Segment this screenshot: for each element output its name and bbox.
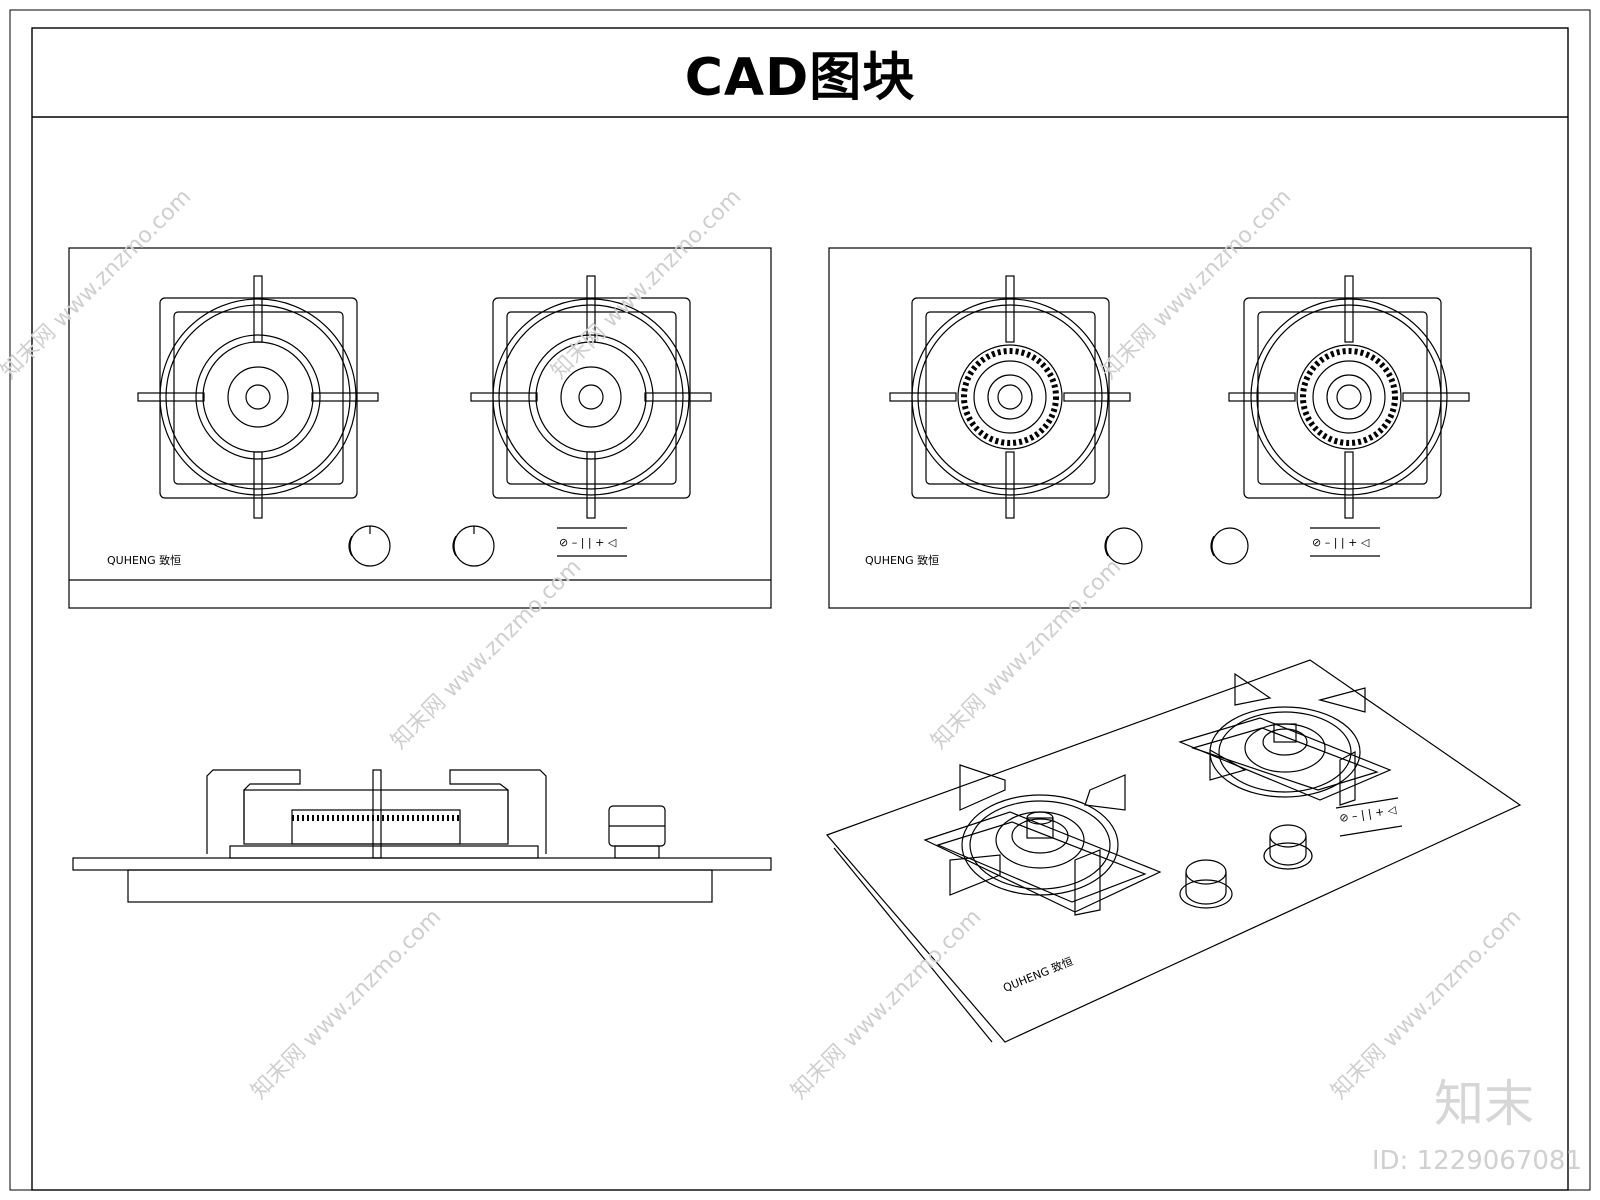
brand-logo: 知末 [1434,1075,1534,1133]
control-knob-icon [1210,527,1249,565]
gas-burner-icon [470,275,712,519]
gas-burner-icon [889,275,1131,519]
brand-label: QUHENG 致恒 [107,553,181,567]
outer-frame [9,9,1591,1191]
gas-burner-icon [1178,672,1392,806]
watermark: 知末网 www.znzmo.com [247,904,447,1104]
gas-burner-icon [923,764,1162,916]
control-knob-icon [1179,859,1233,909]
control-knob-icon [452,525,495,567]
control-knob-icon [348,525,391,567]
gas-burner-icon [137,275,379,519]
gas-burner-icon [1228,275,1470,519]
control-knob-icon [1104,527,1143,565]
asset-id-label: ID: 1229067081 [1371,1146,1582,1176]
watermark: 知末网 www.znzmo.com [787,904,987,1104]
control-knob-icon [1263,824,1313,870]
control-panel-symbols: ⊘ – | | + ◁ [559,536,617,549]
brand-label: QUHENG 致恒 [865,553,939,567]
control-panel-symbols: ⊘ – | | + ◁ [1312,536,1370,549]
watermark: 知末网 www.znzmo.com [0,184,196,384]
inner-frame [31,27,1569,1191]
control-knob-icon [608,805,666,859]
page-title: CAD图块 [684,47,916,108]
watermark: 知末网 www.znzmo.com [927,554,1127,754]
top-view-b [828,247,1532,609]
watermark: 知末网 www.znzmo.com [387,554,587,754]
watermark: 知末网 www.znzmo.com [547,184,747,384]
watermark: 知末网 www.znzmo.com [1097,184,1297,384]
top-view-a [68,247,772,609]
side-view [72,769,772,903]
watermark-layer: 知末网 www.znzmo.com 知末网 www.znzmo.com 知末网 … [0,184,1526,1104]
brand-label: QUHENG 致恒 [1001,954,1075,995]
isometric-view [825,659,1522,1043]
